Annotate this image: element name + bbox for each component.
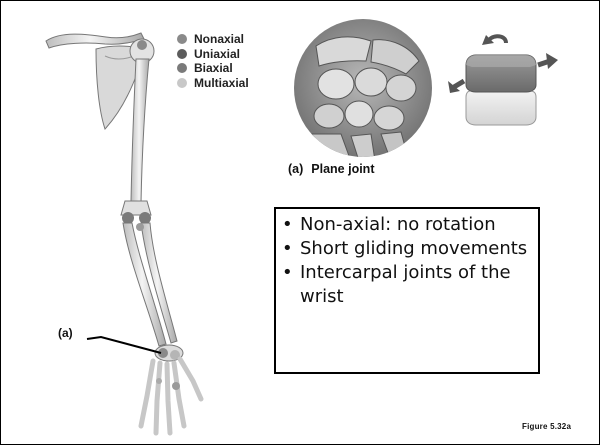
notes-box: •Non-axial: no rotation •Short gliding m… (274, 207, 540, 374)
bullet-marker: • (282, 237, 300, 261)
bullet-marker: • (282, 261, 300, 309)
legend-label: Uniaxial (194, 47, 240, 61)
legend-swatch (177, 63, 187, 73)
legend-label: Multiaxial (194, 76, 249, 90)
note-item: •Short gliding movements (282, 237, 530, 261)
note-text: Intercarpal joints of the wrist (300, 261, 530, 309)
legend-item-nonaxial: Nonaxial (177, 32, 249, 47)
legend-item-uniaxial: Uniaxial (177, 47, 249, 62)
notes-list: •Non-axial: no rotation •Short gliding m… (282, 213, 530, 309)
bullet-marker: • (282, 213, 300, 237)
plane-joint-closeup-image (291, 16, 436, 161)
figure-caption: (a) Plane joint (288, 162, 374, 176)
legend-item-biaxial: Biaxial (177, 61, 249, 76)
caption-letter: (a) (288, 162, 303, 176)
legend-swatch (177, 78, 187, 88)
plane-joint-model-diagram (446, 29, 561, 139)
pointer-label: (a) (58, 326, 73, 340)
caption-text: Plane joint (311, 162, 374, 176)
legend-swatch (177, 49, 187, 59)
note-text: Non-axial: no rotation (300, 213, 530, 237)
legend-label: Biaxial (194, 61, 233, 75)
joint-type-legend: Nonaxial Uniaxial Biaxial Multiaxial (177, 32, 249, 90)
legend-label: Nonaxial (194, 32, 244, 46)
note-text: Short gliding movements (300, 237, 530, 261)
figure-reference: Figure 5.32a (522, 422, 571, 431)
note-item: •Intercarpal joints of the wrist (282, 261, 530, 309)
legend-swatch (177, 34, 187, 44)
legend-item-multiaxial: Multiaxial (177, 76, 249, 91)
note-item: •Non-axial: no rotation (282, 213, 530, 237)
